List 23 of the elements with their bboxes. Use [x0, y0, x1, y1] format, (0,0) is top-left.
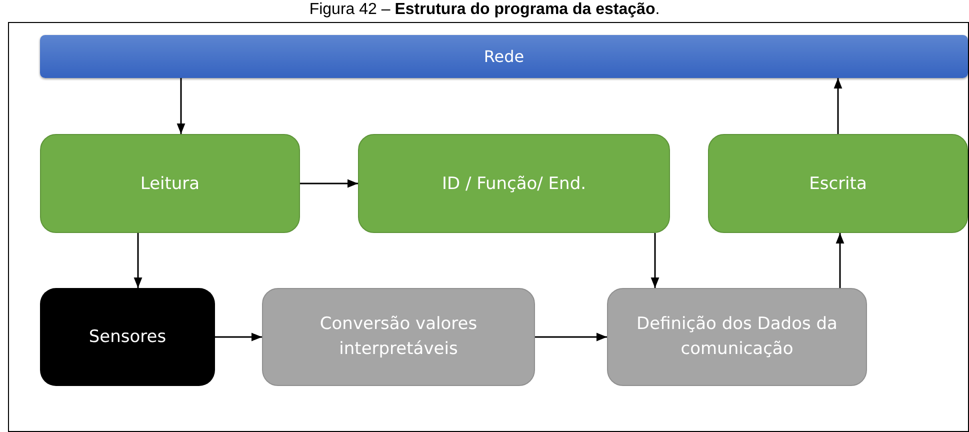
process-box	[607, 288, 867, 386]
arrow	[836, 233, 844, 288]
node-label: Conversão valores interpretáveis	[318, 313, 478, 361]
arrow	[176, 78, 186, 134]
arrow	[215, 332, 262, 342]
process-box	[40, 288, 215, 386]
node-label: Leitura	[140, 174, 200, 194]
arrow	[834, 78, 842, 134]
arrow	[650, 233, 660, 288]
arrow	[535, 332, 607, 342]
arrow	[300, 179, 358, 188]
network-band	[40, 35, 968, 78]
process-box	[708, 134, 968, 233]
figure-title: Figura 42 – Estrutura do programa da estação.	[308, 1, 661, 19]
arrow	[134, 233, 142, 288]
node-label: ID / Função/ End.	[442, 174, 586, 194]
node-label: Rede	[484, 47, 524, 66]
node-label: Sensores	[88, 327, 166, 347]
process-box	[358, 134, 670, 233]
process-box	[262, 288, 535, 386]
node-label: Escrita	[809, 174, 867, 194]
node-label: Definição dos Dados da comunicação	[636, 313, 838, 361]
process-box	[40, 134, 300, 233]
